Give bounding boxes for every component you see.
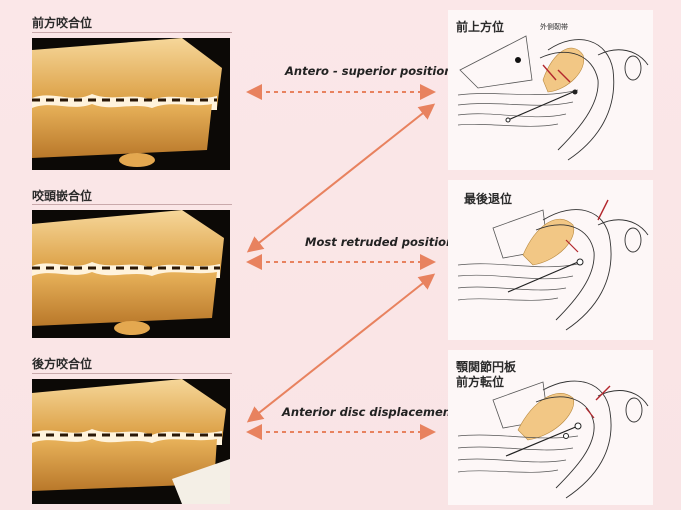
tmj-diagram-disc-displacement: 顎関節円板 前方転位 (448, 350, 653, 505)
diagonal-arrow-upper (250, 106, 432, 250)
tmj-diagram-antero-superior: 前上方位 外側靭帯 (448, 10, 653, 170)
tmj-diagram-most-retruded: 最後退位 (448, 180, 653, 340)
diagonal-arrow-lower (250, 276, 432, 420)
